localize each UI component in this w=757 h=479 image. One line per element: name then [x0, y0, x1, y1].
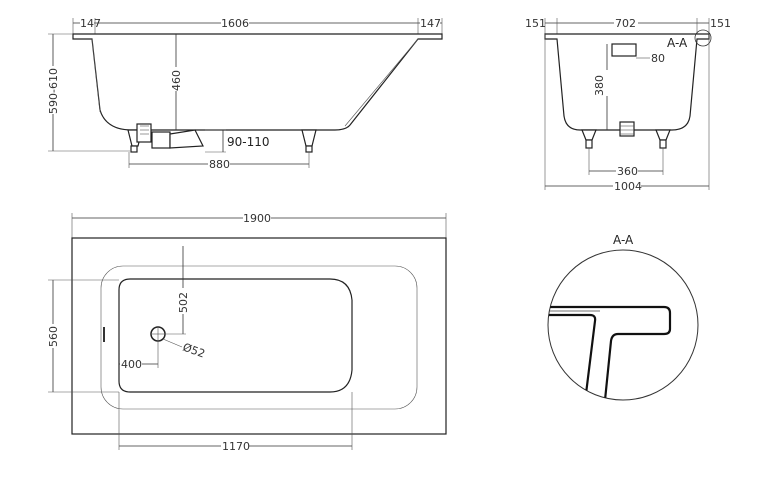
side-dim-waste-height: 90-110: [227, 135, 270, 149]
end-tub-outline: [544, 33, 710, 131]
plan-dim-width: 560: [47, 326, 60, 347]
side-dim-length: 1606: [221, 17, 249, 30]
plan-dim-length: 1900: [243, 212, 271, 225]
end-dim-rim-right: 151: [710, 17, 731, 30]
plan-dim-drain-y: 502: [177, 292, 190, 313]
side-dim-rim-right: 147: [420, 17, 441, 30]
plan-dim-drain-x: 400: [121, 358, 142, 371]
end-view: 151 702 151 80 A-A 380 360: [525, 17, 731, 193]
detail-a-a: A-A: [547, 233, 699, 401]
end-section-marker: A-A: [667, 36, 688, 50]
plan-view: 1900 Ø52 502 400 560: [46, 212, 447, 453]
plan-dim-basin-length: 1170: [222, 440, 250, 453]
end-dim-rim-left: 151: [525, 17, 546, 30]
plan-inner-rim: [100, 265, 418, 410]
side-dim-height: 590-610: [47, 68, 60, 114]
detail-title: A-A: [613, 233, 634, 247]
end-dim-depth: 380: [593, 75, 606, 96]
side-dim-depth: 460: [170, 70, 183, 91]
side-dim-rim-left: 147: [80, 17, 101, 30]
side-tub-outline: [72, 33, 443, 131]
end-dim-width: 1004: [614, 180, 642, 193]
end-dim-inner-width: 702: [615, 17, 636, 30]
section-marker-circle: [694, 29, 712, 47]
side-dim-leg-span: 880: [209, 158, 230, 171]
end-dim-leg-span: 360: [617, 165, 638, 178]
end-dim-overflow: 80: [651, 52, 665, 65]
detail-circle: [547, 249, 699, 401]
side-view: 147 1606 147 590-610 460: [45, 17, 443, 171]
